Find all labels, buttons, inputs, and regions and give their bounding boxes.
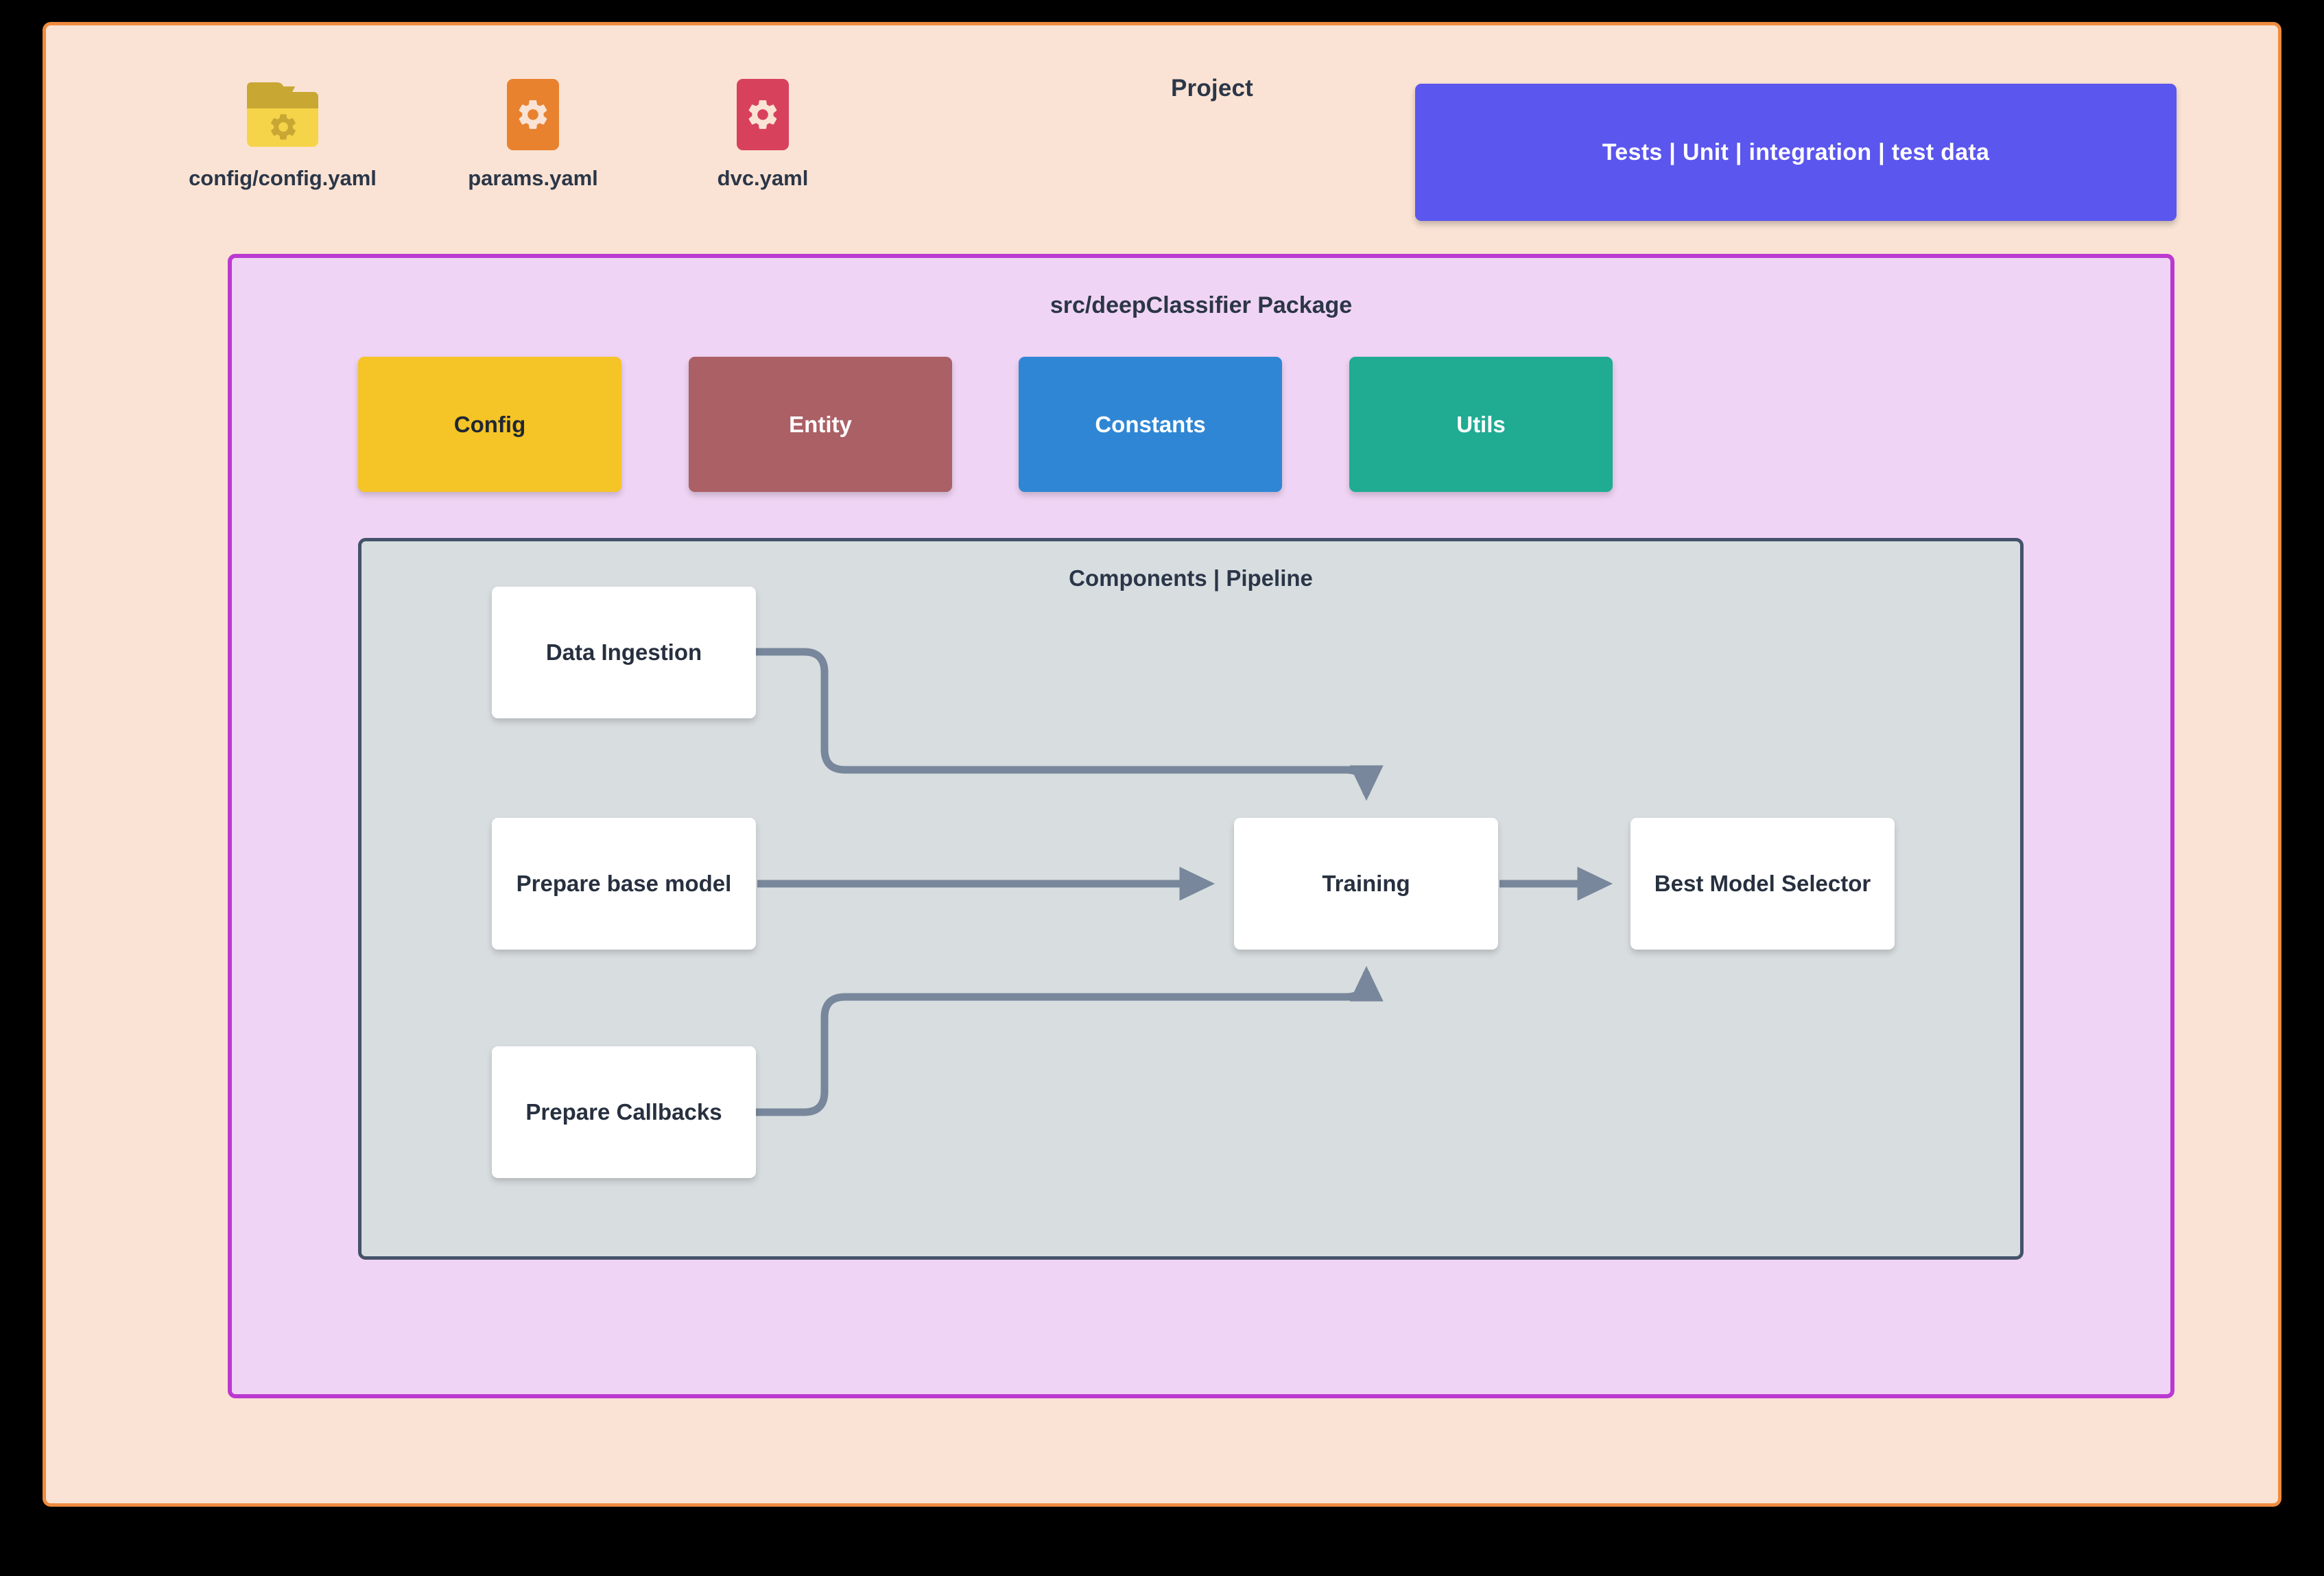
pipeline-node-data-ingestion[interactable]: Data Ingestion — [492, 587, 756, 718]
module-label: Entity — [789, 411, 852, 437]
module-box-config[interactable]: Config — [358, 357, 621, 492]
gear-icon — [270, 114, 296, 140]
module-box-constants[interactable]: Constants — [1019, 357, 1282, 492]
file-gear-icon-wrap — [423, 63, 643, 166]
file-node-config-yaml[interactable]: config/config.yaml — [173, 63, 392, 191]
folder-gear-icon — [247, 82, 318, 147]
tests-label: Tests | Unit | integration | test data — [1602, 139, 1990, 165]
pipeline-node-best-model-selector[interactable]: Best Model Selector — [1631, 818, 1895, 950]
module-label: Constants — [1095, 411, 1206, 437]
file-node-label: params.yaml — [468, 166, 598, 190]
gear-icon — [748, 100, 777, 129]
package-title: src/deepClassifier Package — [1050, 292, 1353, 318]
pipeline-node-label: Training — [1322, 871, 1410, 896]
file-node-dvc-yaml[interactable]: dvc.yaml — [653, 63, 873, 191]
file-gear-icon — [737, 79, 789, 150]
pipeline-node-label: Data Ingestion — [545, 639, 702, 665]
tests-box[interactable]: Tests | Unit | integration | test data — [1415, 84, 2177, 221]
pipeline-node-label: Prepare base model — [516, 871, 732, 896]
module-box-entity[interactable]: Entity — [689, 357, 952, 492]
file-node-label: config/config.yaml — [189, 166, 377, 190]
pipeline-node-training[interactable]: Training — [1234, 818, 1498, 950]
gear-icon — [519, 100, 547, 129]
module-box-utils[interactable]: Utils — [1349, 357, 1613, 492]
pipeline-node-label: Best Model Selector — [1654, 871, 1871, 896]
module-label: Utils — [1456, 411, 1506, 437]
folder-band — [247, 92, 318, 108]
pipeline-node-label: Prepare Callbacks — [525, 1099, 722, 1125]
folder-gear-icon-wrap — [173, 63, 392, 166]
page-title: Project — [1170, 75, 1254, 102]
file-node-label: dvc.yaml — [717, 166, 809, 190]
module-label: Config — [453, 411, 526, 437]
pipeline-node-prepare-callbacks[interactable]: Prepare Callbacks — [492, 1046, 756, 1178]
file-gear-icon-wrap — [653, 63, 873, 166]
pipeline-node-prepare-base-model[interactable]: Prepare base model — [492, 818, 756, 950]
file-gear-icon — [507, 79, 559, 150]
diagram-canvas: Project config/config.yaml params.yaml — [43, 22, 2281, 1507]
file-node-params-yaml[interactable]: params.yaml — [423, 63, 643, 191]
pipeline-title: Components | Pipeline — [1069, 565, 1313, 591]
